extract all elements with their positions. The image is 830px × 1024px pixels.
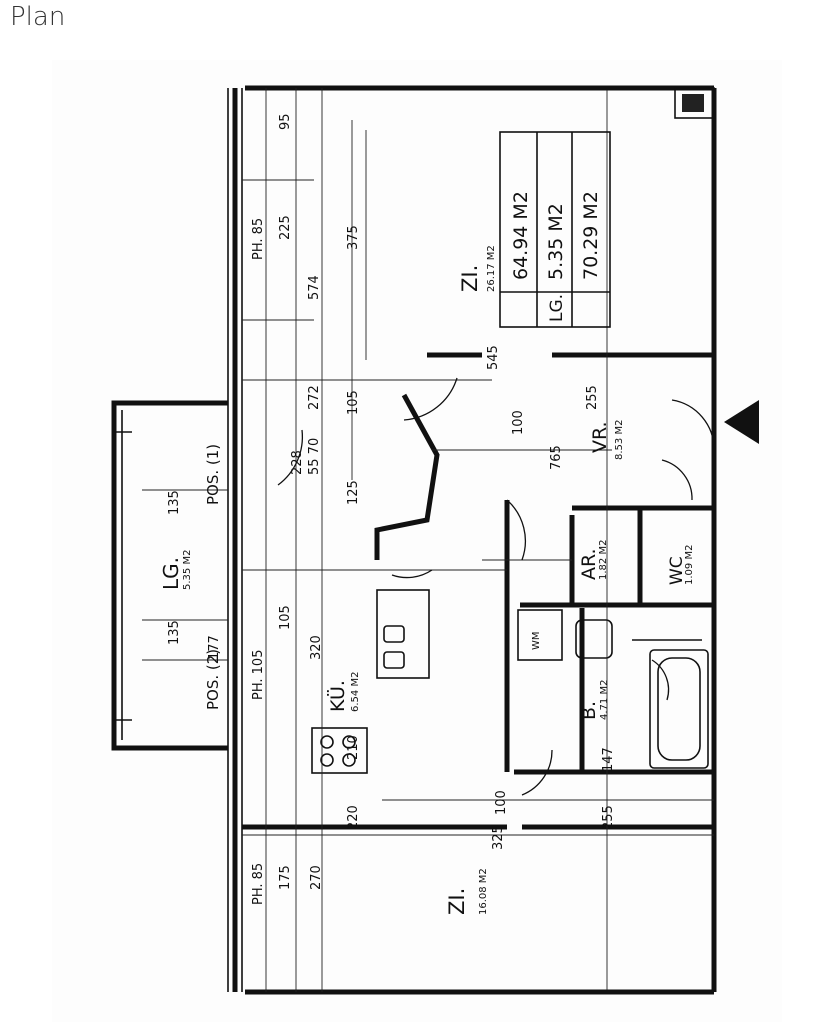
dim-100-vr: 100 — [511, 410, 526, 435]
outer-walls — [227, 85, 717, 995]
dim-100-bottom: 100 — [494, 790, 509, 815]
wm-label: WM — [531, 631, 542, 650]
dim-320: 320 — [309, 635, 324, 660]
dim-ph105: PH. 105 — [251, 650, 266, 700]
dim-135-b: 135 — [167, 620, 182, 645]
dim-255-bottom: 255 — [601, 805, 616, 830]
dim-210: 210 — [346, 735, 361, 760]
dim-228: 228 — [290, 450, 305, 475]
pos-label-2: POS. (2) — [204, 649, 222, 710]
entrance-arrow-icon — [724, 400, 759, 444]
area-table — [499, 131, 611, 328]
dim-105-mid: 105 — [278, 605, 293, 630]
dim-ph85-top: PH. 85 — [251, 218, 266, 260]
dim-255-top: 255 — [585, 385, 600, 410]
kitchen-fittings — [311, 589, 430, 774]
dim-105-top: 105 — [346, 390, 361, 415]
room-vr-area: 8.53 M2 — [614, 420, 625, 460]
dim-375: 375 — [346, 225, 361, 250]
balcony — [111, 400, 228, 751]
area-table-value: 5.35 M2 — [545, 203, 567, 280]
room-zi-main-name: ZI. — [458, 265, 482, 292]
room-zi-small-area: 16.08 M2 — [478, 868, 489, 915]
dim-95: 95 — [278, 113, 293, 130]
dim-325: 325 — [491, 825, 506, 850]
room-b-area: 4.71 M2 — [599, 680, 610, 720]
room-lg-name: LG. — [159, 557, 183, 590]
area-table-row: LG. 5.35 M2 — [545, 203, 567, 322]
room-lg-area: 5.35 M2 — [182, 550, 193, 590]
dim-175: 175 — [278, 865, 293, 890]
area-table-label: LG. — [547, 294, 567, 322]
floor-plan-drawing: 64.94 M2 LG. 5.35 M2 70.29 M2 ZI. 26.17 … — [52, 60, 782, 1022]
dim-574: 574 — [307, 275, 322, 300]
page-heading: Plan — [10, 2, 66, 32]
dimension-lines — [242, 88, 714, 992]
room-b-name: B. — [578, 701, 600, 720]
area-table-row: 70.29 M2 — [580, 191, 602, 280]
dim-135-a: 135 — [167, 490, 182, 515]
dim-ph85-bottom: PH. 85 — [251, 863, 266, 905]
door-swings — [277, 377, 715, 796]
pos-label-1: POS. (1) — [204, 444, 222, 505]
dim-545: 545 — [486, 345, 501, 370]
room-wc-name: WC — [667, 556, 687, 585]
dim-272: 272 — [307, 385, 322, 410]
room-ar-name: AR. — [578, 548, 600, 580]
room-zi-small-name: ZI. — [445, 888, 469, 915]
room-wc-area: 1.09 M2 — [684, 545, 695, 585]
area-table-value: 70.29 M2 — [580, 191, 602, 280]
area-table-value: 64.94 M2 — [510, 191, 532, 280]
dim-270: 270 — [309, 865, 324, 890]
dim-220: 220 — [346, 805, 361, 830]
dim-147: 147 — [601, 747, 616, 772]
room-zi-main-area: 26.17 M2 — [486, 245, 497, 292]
room-ku-name: KÜ. — [326, 680, 349, 712]
room-ar-area: 1.82 M2 — [598, 540, 609, 580]
dim-125: 125 — [346, 480, 361, 505]
area-table-row: 64.94 M2 — [510, 191, 532, 280]
dimension-annotations: 574 375 225 95 PH. 85 272 105 228 55 70 … — [167, 113, 616, 905]
floor-plan-svg: 64.94 M2 LG. 5.35 M2 70.29 M2 ZI. 26.17 … — [111, 85, 759, 995]
room-vr-name: VR. — [589, 421, 611, 453]
dim-177: 177 — [207, 635, 222, 660]
room-ku-area: 6.54 M2 — [350, 672, 361, 712]
dim-55-70: 55 70 — [307, 438, 322, 475]
dim-765: 765 — [549, 445, 564, 470]
dim-225: 225 — [278, 215, 293, 240]
